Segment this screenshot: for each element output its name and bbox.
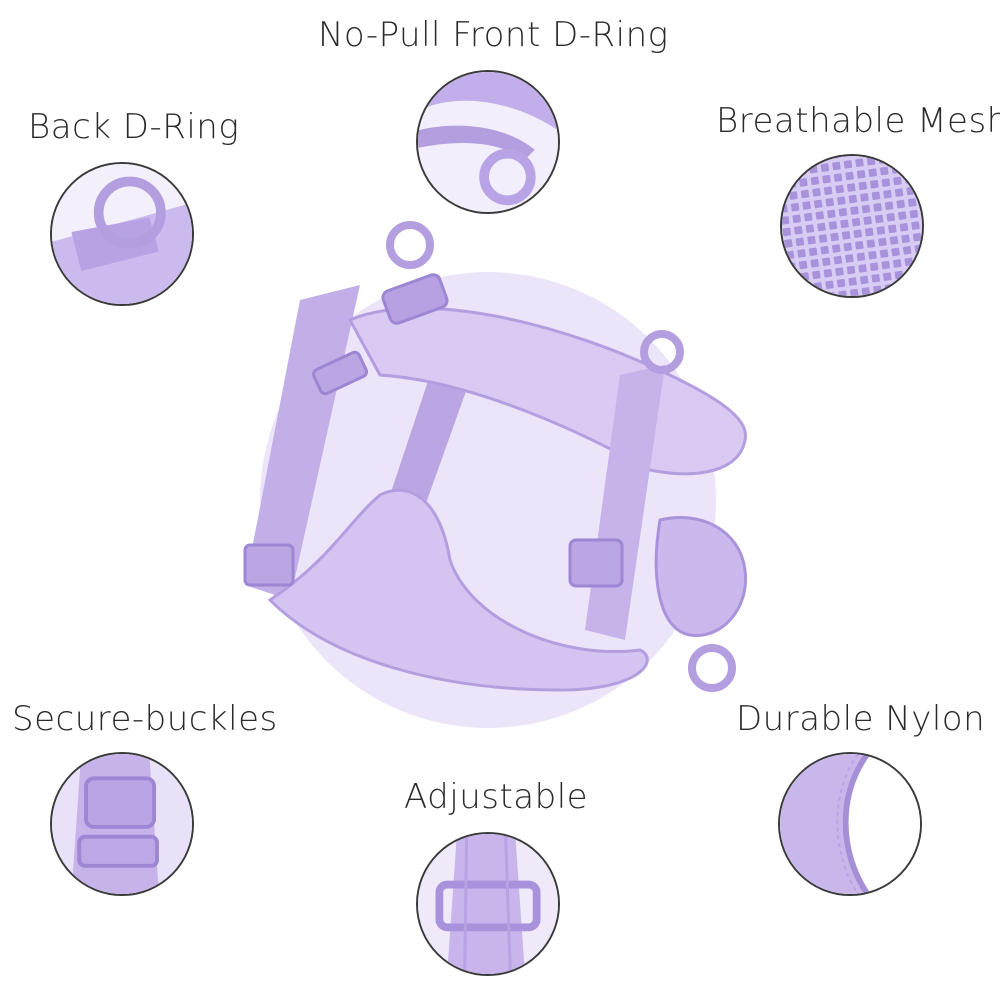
label-breathable-mesh: Breathable Mesh [716, 101, 1000, 141]
front-d-ring-icon [416, 70, 560, 214]
lower-slide [243, 543, 295, 587]
buckle-icon [50, 752, 194, 896]
right-slide [568, 538, 624, 588]
label-secure-buckles: Secure-buckles [12, 699, 278, 739]
label-adjustable: Adjustable [404, 777, 589, 817]
label-front-d-ring: No-Pull Front D-Ring [318, 15, 669, 55]
chest-pad [654, 515, 748, 638]
hero-front-ring [688, 644, 736, 692]
nylon-padding-icon [778, 752, 922, 896]
left-slide [311, 350, 369, 396]
label-back-d-ring: Back D-Ring [28, 107, 240, 147]
mesh-texture-icon [780, 154, 924, 298]
label-durable-nylon: Durable Nylon [736, 699, 986, 739]
top-buckle [381, 273, 449, 325]
hero-top-ring [640, 330, 684, 374]
hero-back-ring [386, 221, 434, 269]
back-d-ring-icon [50, 162, 194, 306]
adjuster-slide-icon [416, 832, 560, 976]
padded-panel [267, 488, 649, 692]
middle-strap [385, 375, 470, 520]
